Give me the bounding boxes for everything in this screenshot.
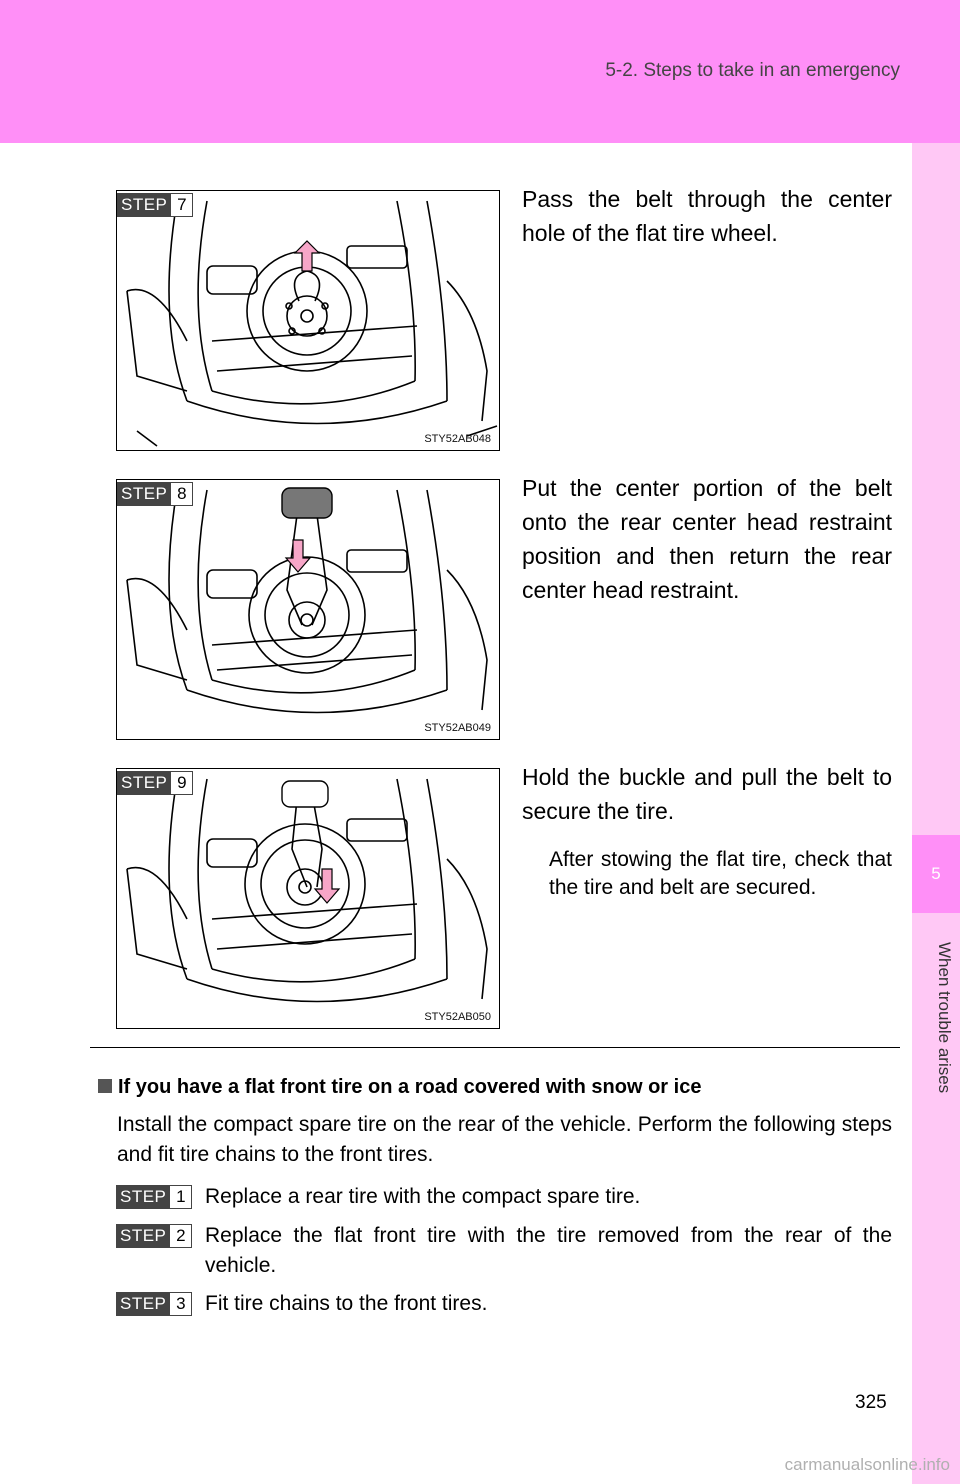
trunk-illustration bbox=[126, 200, 498, 447]
substep-2-text: Replace the flat front tire with the tir… bbox=[205, 1224, 892, 1277]
page-number: 325 bbox=[855, 1392, 887, 1413]
trunk-illustration bbox=[126, 778, 488, 1003]
figure-step-8: STEP 8 STY52AB049 bbox=[116, 479, 500, 740]
figure-code: STY52AB049 bbox=[424, 722, 491, 734]
figure-step-7: STEP 7 STY52AB048 bbox=[116, 190, 500, 451]
section-body: Install the compact spare tire on the re… bbox=[117, 1113, 892, 1166]
chapter-label: When trouble arises bbox=[935, 942, 954, 1094]
chapter-number-tab[interactable]: 5 bbox=[912, 835, 960, 913]
page-header: 5-2. Steps to take in an emergency bbox=[0, 0, 960, 143]
substep-3-badge: STEP 3 bbox=[116, 1292, 193, 1316]
side-tab bbox=[912, 143, 960, 1484]
square-bullet-icon bbox=[98, 1079, 112, 1093]
step-8-badge: STEP 8 bbox=[117, 482, 194, 506]
step-9-note: After stowing the flat tire, check that … bbox=[549, 848, 892, 899]
substep-1-badge: STEP 1 bbox=[116, 1185, 193, 1209]
section-heading: If you have a flat front tire on a road … bbox=[98, 1076, 701, 1099]
header-title: 5-2. Steps to take in an emergency bbox=[605, 60, 900, 81]
watermark: carmanualsonline.info bbox=[784, 1455, 950, 1474]
figure-step-9: STEP 9 STY52AB050 bbox=[116, 768, 500, 1029]
step-8-text: Put the center portion of the belt onto … bbox=[522, 475, 892, 603]
step-7-badge: STEP 7 bbox=[117, 193, 194, 217]
step-9-text: Hold the buckle and pull the belt to sec… bbox=[522, 764, 892, 824]
substep-1-text: Replace a rear tire with the compact spa… bbox=[205, 1185, 641, 1208]
section-divider bbox=[90, 1047, 900, 1048]
trunk-illustration bbox=[126, 487, 488, 714]
substep-2-badge: STEP 2 bbox=[116, 1224, 193, 1248]
step-9-badge: STEP 9 bbox=[117, 771, 194, 795]
figure-code: STY52AB050 bbox=[424, 1011, 491, 1023]
substep-3-text: Fit tire chains to the front tires. bbox=[205, 1292, 488, 1315]
step-7-text: Pass the belt through the center hole of… bbox=[522, 186, 892, 246]
figure-code: STY52AB048 bbox=[424, 433, 491, 445]
